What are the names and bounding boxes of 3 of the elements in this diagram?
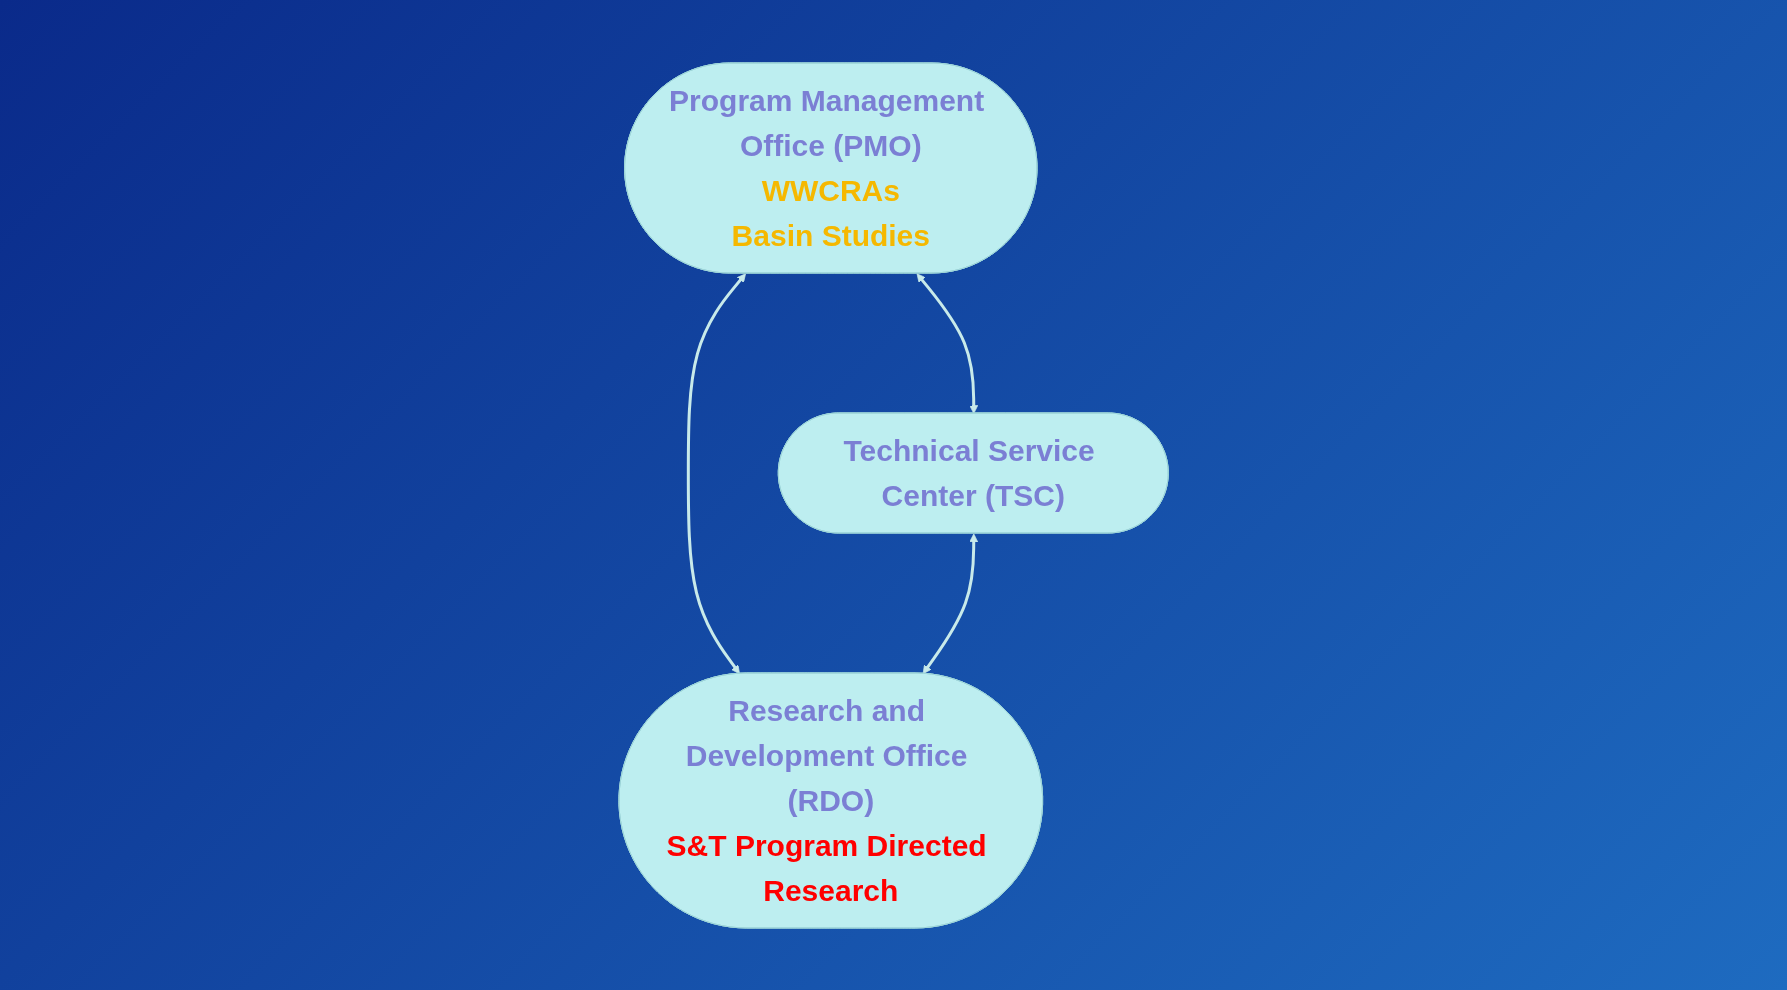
arrow — [922, 533, 978, 674]
arrow — [686, 272, 746, 674]
arrow — [916, 272, 978, 414]
